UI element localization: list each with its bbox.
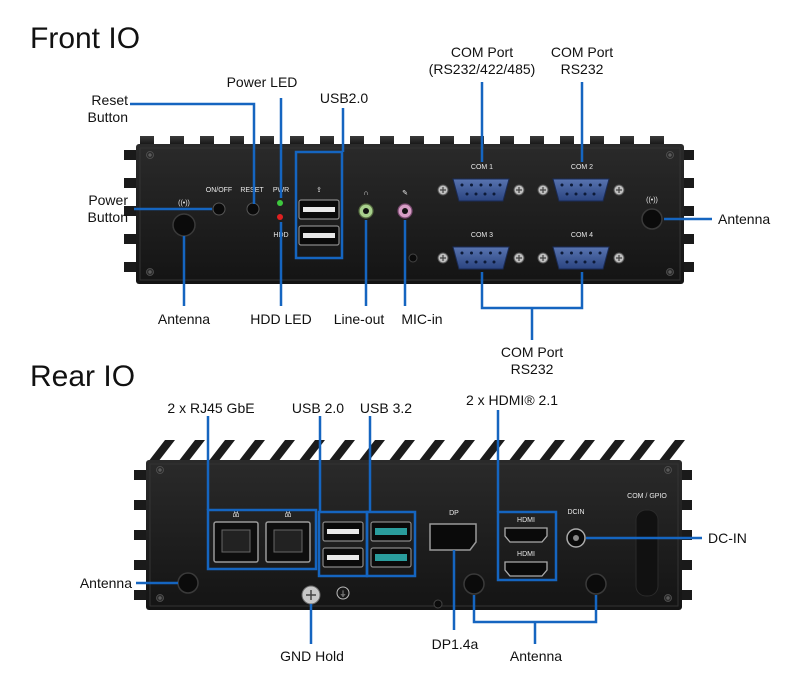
label-antenna-front-right: Antenna [718,211,771,227]
panel-dcin-text: DCIN [567,509,584,516]
label-mic-in: MIC-in [401,311,443,327]
label-power-led: Power LED [226,74,298,90]
svg-text:⇪: ⇪ [316,186,322,194]
callout-reset [130,102,256,204]
panel-com3-text: COM 3 [471,232,493,239]
label-usb32: USB 3.2 [359,400,413,416]
panel-hdmi2-text: HDMI [517,551,535,558]
panel-com4-text: COM 4 [571,232,593,239]
label-antenna-rear-left: Antenna [79,575,132,591]
label-hdd-led: HDD LED [250,311,312,327]
callout-usb32 [365,510,417,578]
rear-io-title: Rear IO [30,360,136,393]
svg-text:品: 品 [233,510,240,518]
svg-text:((•)): ((•)) [646,197,658,204]
label-power-button: Power Button [87,192,128,225]
panel-onoff-text: ON/OFF [206,187,232,194]
label-usb20-front: USB2.0 [319,90,369,106]
callout-com-bottom [480,272,584,340]
label-antenna-front-left: Antenna [157,311,211,327]
label-rj45: 2 x RJ45 GbE [167,400,255,416]
svg-text:∩: ∩ [363,190,368,197]
callout-rj45 [206,508,318,571]
panel-hdmi1-text: HDMI [517,517,535,524]
svg-text:((•)): ((•)) [178,200,190,207]
label-hdmi: 2 x HDMI® 2.1 [465,392,558,408]
panel-reset-text: RESET [240,187,264,194]
label-com-port-bottom: COM Port RS232 [500,344,564,377]
label-antenna-rear-bottom: Antenna [509,648,563,664]
label-dp: DP1.4a [431,636,479,652]
callout-antenna-rear-bottom [472,595,598,644]
svg-text:✎: ✎ [402,190,408,197]
panel-dp-text: DP [449,510,459,517]
callouts [130,82,712,644]
panel-com2-text: COM 2 [571,164,593,171]
svg-text:⏚: ⏚ [340,590,347,598]
panel-com1-text: COM 1 [471,164,493,171]
svg-text:品: 品 [285,510,292,518]
rear-chassis: 品 品 ⏚ [134,440,692,610]
front-io-title: Front IO [30,22,141,55]
label-gnd-hold: GND Hold [280,648,344,664]
label-line-out: Line-out [333,311,385,327]
label-usb20-rear: USB 2.0 [291,400,345,416]
label-com-port-rs232: COM Port RS232 [550,44,614,77]
label-dc-in: DC-IN [708,530,747,546]
front-chassis: ((•)) ⇪ ∩ ✎ ((•)) [124,136,694,284]
callout-usb20-front [294,150,344,260]
panel-com-gpio-text: COM / GPIO [627,493,667,500]
callout-hdmi [496,510,558,582]
label-com-port-multi: COM Port (RS232/422/485) [428,44,536,77]
label-reset-button: Reset Button [87,92,128,125]
